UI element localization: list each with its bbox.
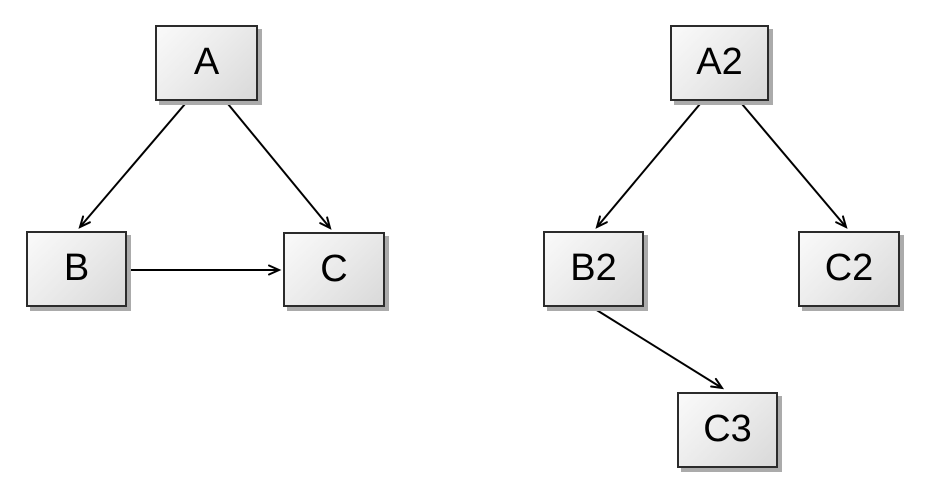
edge-A-C <box>227 103 332 230</box>
node-a: A <box>155 25 258 101</box>
node-c: C <box>283 232 385 307</box>
node-label-a2: A2 <box>696 41 743 83</box>
node-label-b: B <box>63 247 90 289</box>
node-label-c2: C2 <box>824 247 874 289</box>
node-label-b2: B2 <box>570 247 617 289</box>
edge-A2-B2 <box>595 103 701 229</box>
node-a2: A2 <box>670 25 769 101</box>
node-c2: C2 <box>798 231 900 307</box>
node-label-c: C <box>320 247 348 290</box>
edges-group <box>78 103 848 390</box>
node-label-c3: C3 <box>703 408 752 450</box>
node-b2: B2 <box>543 231 644 307</box>
edge-A-B <box>78 103 186 229</box>
edge-B2-C3 <box>594 308 725 390</box>
node-b: B <box>26 231 127 307</box>
node-label-a: A <box>193 41 220 83</box>
node-c3: C3 <box>677 392 778 468</box>
edge-A2-C2 <box>741 103 848 229</box>
